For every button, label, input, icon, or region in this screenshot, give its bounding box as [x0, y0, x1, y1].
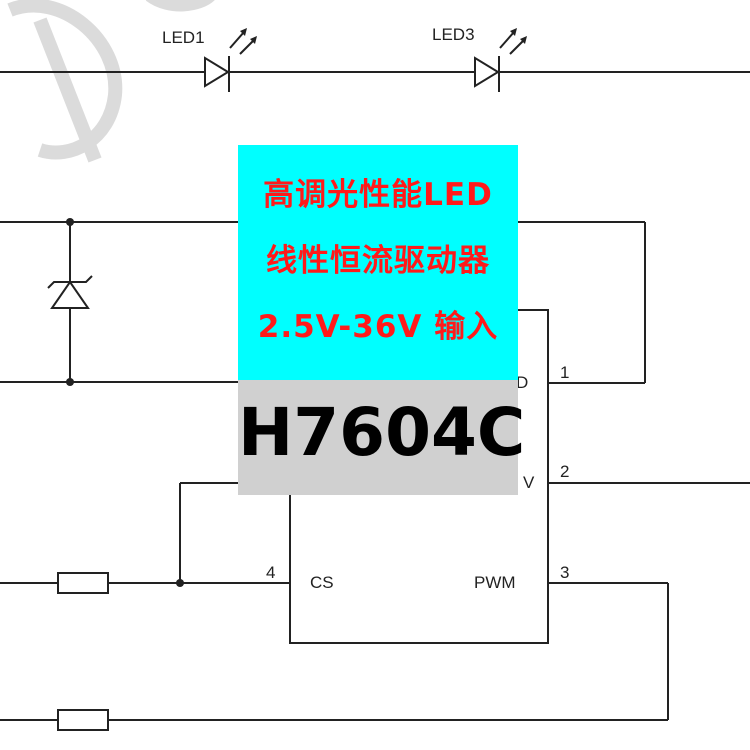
- led3-symbol: [474, 31, 525, 92]
- pin3-name: PWM: [474, 573, 516, 592]
- led3-label: LED3: [432, 25, 475, 44]
- pin2-name: V: [523, 473, 535, 492]
- banner-line-2: 线性恒流驱动器: [266, 243, 490, 279]
- pin-number-1: 1: [560, 363, 570, 382]
- led1-symbol: [204, 31, 255, 92]
- banner-line-3: 2.5V-36V 输入: [257, 309, 499, 345]
- feature-banner: 高调光性能LED 线性恒流驱动器 2.5V-36V 输入: [238, 145, 518, 380]
- junction: [66, 378, 74, 386]
- pin-number-4: 4: [266, 563, 276, 582]
- pin-number-2: 2: [560, 462, 570, 481]
- resistor-2: [57, 709, 109, 731]
- banner-line-1: 高调光性能LED: [263, 177, 493, 213]
- pin-number-3: 3: [560, 563, 570, 582]
- zener-diode: [47, 275, 93, 309]
- junction: [66, 218, 74, 226]
- pin4-name: CS: [310, 573, 334, 592]
- junction: [176, 579, 184, 587]
- led1-label: LED1: [162, 28, 205, 47]
- pin1-name: D: [516, 373, 529, 392]
- model-name: H7604C: [238, 394, 526, 471]
- resistor-1: [57, 572, 109, 594]
- model-label-box: H7604C: [238, 380, 526, 495]
- watermark: [7, 0, 215, 163]
